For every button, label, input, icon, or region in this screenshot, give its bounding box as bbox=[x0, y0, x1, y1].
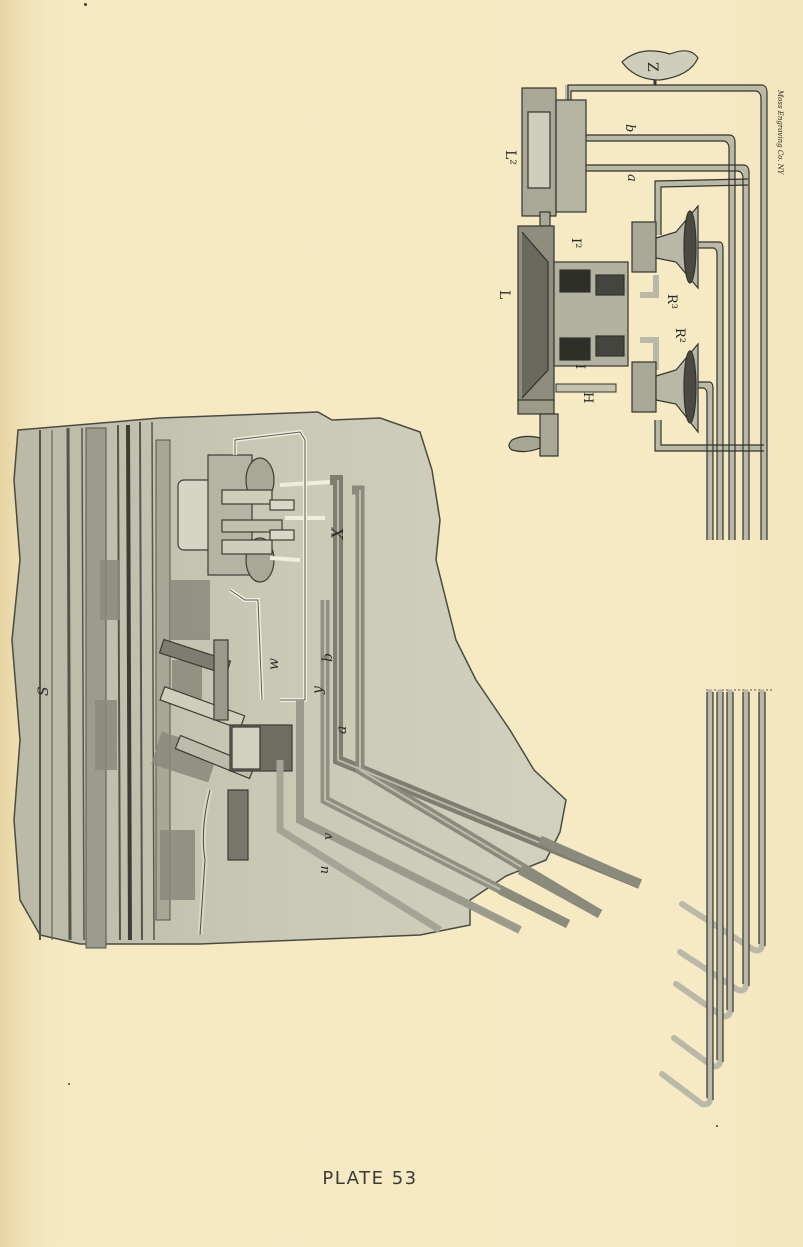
photo-label-x: X bbox=[328, 527, 347, 541]
valve-body-l bbox=[517, 225, 629, 457]
diaphragm-valve-r3 bbox=[631, 204, 699, 290]
photo-label-b: b bbox=[320, 653, 336, 662]
photo-label-v: v bbox=[321, 832, 336, 840]
engraver-credit: Moss Engraving Co. NY bbox=[776, 89, 784, 176]
valve-handle-icon bbox=[508, 435, 541, 453]
photo-label-y: y bbox=[310, 685, 326, 695]
diaphragm-valve-r2 bbox=[631, 342, 699, 434]
photo-label-s: S bbox=[36, 686, 52, 696]
paper-speck bbox=[716, 1125, 718, 1127]
plate-caption: PLATE 53 bbox=[322, 1168, 418, 1189]
diagram-label-i: I bbox=[572, 364, 587, 369]
paper-speck bbox=[84, 3, 87, 6]
diagram-label-i2: I² bbox=[568, 238, 583, 248]
paper-speck bbox=[68, 1083, 70, 1085]
diagram-label-h: H bbox=[580, 392, 595, 403]
diagram-label-r3: R³ bbox=[664, 294, 679, 309]
cylinder-l2 bbox=[521, 87, 587, 227]
diagram-label-l: L bbox=[496, 290, 512, 299]
photo-label-w: w bbox=[266, 658, 282, 670]
photo-label-u: u bbox=[317, 866, 332, 874]
diagram-label-r2: R² bbox=[672, 328, 687, 343]
diagram-label-l2: L² bbox=[502, 150, 518, 165]
photo-label-a: a bbox=[334, 726, 350, 734]
diagram-label-b: b bbox=[622, 124, 637, 132]
diagram-label-z: Z bbox=[644, 62, 660, 72]
reservoir-z bbox=[621, 50, 699, 81]
diagram-label-a: a bbox=[624, 174, 639, 182]
valve-mechanism bbox=[177, 454, 295, 583]
